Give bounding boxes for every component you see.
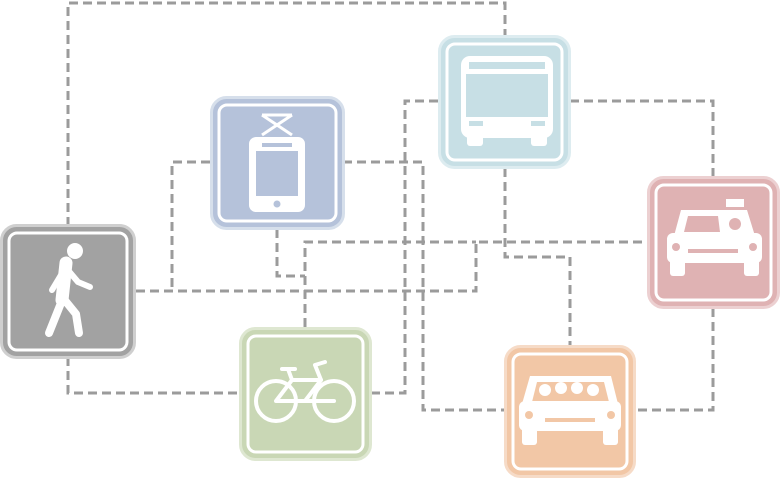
- connector-tram-loop: [275, 229, 305, 278]
- carpool-icon: [519, 376, 621, 445]
- bus-icon: [461, 56, 553, 146]
- node-carpool: [504, 345, 636, 478]
- bicycle-icon: [254, 360, 356, 423]
- connector-taxi-carpool: [635, 308, 715, 412]
- taxi-icon: [667, 199, 762, 276]
- connector-bus-carpool: [503, 168, 572, 345]
- node-walk: [0, 224, 136, 359]
- node-bike: [239, 327, 372, 461]
- pedestrian-icon: [45, 243, 93, 337]
- connector-tram-carpool: [343, 160, 505, 412]
- node-tram: [210, 96, 345, 230]
- connector-bike-bus: [371, 99, 440, 395]
- connector-lines: [66, 1, 715, 412]
- node-taxi: [647, 176, 780, 309]
- connector-bike-taxi: [303, 240, 476, 327]
- connector-walk-bus: [66, 1, 507, 226]
- node-bus: [438, 35, 571, 169]
- connector-walk-bike: [66, 357, 240, 395]
- connector-walk-tram-bus: [136, 240, 650, 293]
- connector-tram-left: [170, 160, 210, 291]
- connector-bus-taxi: [570, 99, 715, 177]
- tram-icon: [249, 113, 305, 212]
